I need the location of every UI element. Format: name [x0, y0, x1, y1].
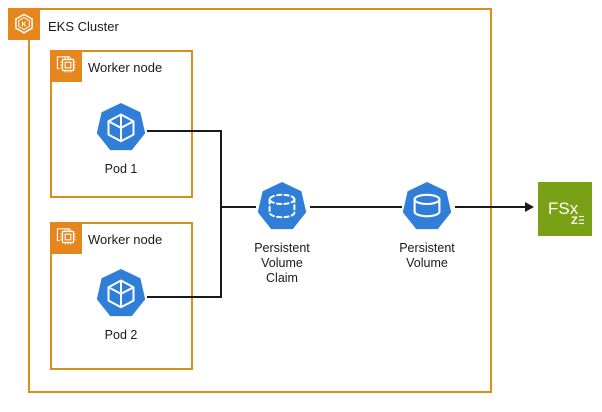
connector-pv-to-fsx [455, 206, 527, 208]
eks-cluster-label: EKS Cluster [48, 19, 119, 34]
connector-pod2-to-bus [147, 296, 221, 298]
kubernetes-pod-icon [96, 103, 146, 151]
kubernetes-persistent-volume-icon [402, 182, 452, 230]
persistent-volume-claim-label: Persistent Volume Claim [254, 241, 310, 285]
cpu-chip-icon [50, 222, 82, 254]
worker-node-2-label: Worker node [88, 232, 163, 247]
pod-2: Pod 2 [93, 266, 149, 343]
connector-pod-bus [220, 130, 222, 298]
fsx-z-mark: Z [571, 215, 584, 227]
persistent-volume-claim: Persistent Volume Claim [254, 179, 310, 286]
amazon-fsx-icon: FSx Z [538, 182, 592, 236]
pod-2-label: Pod 2 [104, 328, 138, 342]
arrowhead-to-fsx [525, 202, 534, 212]
persistent-volume-label: Persistent Volume [399, 241, 455, 270]
svg-text:Z: Z [571, 215, 578, 227]
connector-pod1-to-bus [147, 130, 221, 132]
connector-bus-to-pvc [220, 206, 256, 208]
kubernetes-persistent-volume-claim-icon [257, 182, 307, 230]
worker-node-1-group [50, 50, 193, 198]
pod-1: Pod 1 [93, 100, 149, 177]
persistent-volume: Persistent Volume [399, 179, 455, 271]
svg-text:K: K [21, 21, 26, 28]
fsx-wordmark: FSx [548, 199, 579, 218]
kubernetes-pod-icon [96, 269, 146, 317]
cpu-chip-icon [50, 50, 82, 82]
pod-1-label: Pod 1 [104, 162, 138, 176]
connector-pvc-to-pv [310, 206, 402, 208]
eks-hexagon-k-icon: K [8, 8, 40, 40]
eks-cluster-group [28, 8, 492, 393]
worker-node-1-label: Worker node [88, 60, 163, 75]
